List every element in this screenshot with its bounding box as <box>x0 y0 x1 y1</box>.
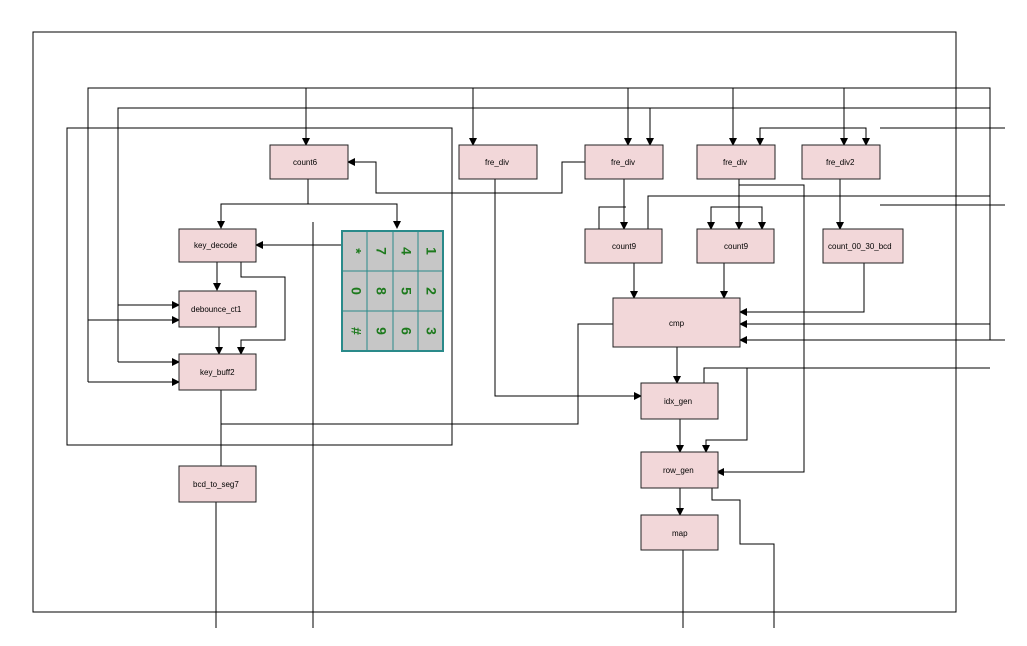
key-3[interactable]: 3 <box>423 327 439 335</box>
block-idx-gen[interactable]: idx_gen <box>640 382 719 420</box>
block-count9-a[interactable]: count9 <box>584 228 663 264</box>
block-debounce-ct1[interactable]: debounce_ct1 <box>178 290 257 328</box>
key-7[interactable]: 7 <box>373 247 389 255</box>
svg-text:count6: count6 <box>293 158 318 167</box>
key-0[interactable]: 0 <box>348 287 364 295</box>
block-fre-div-c[interactable]: fre_div <box>696 144 776 180</box>
svg-text:fre_div: fre_div <box>723 158 747 167</box>
block-key-buff2[interactable]: key_buff2 <box>178 353 257 391</box>
key-2[interactable]: 2 <box>423 287 439 295</box>
svg-text:count9: count9 <box>612 242 637 251</box>
key-4[interactable]: 4 <box>398 247 414 255</box>
keypad[interactable]: 1 4 7 * 2 5 8 0 3 6 9 # <box>341 230 444 352</box>
key-hash[interactable]: # <box>348 327 364 335</box>
block-count6[interactable]: count6 <box>269 144 349 180</box>
block-fre-div-a[interactable]: fre_div <box>458 144 538 180</box>
block-bcd-to-seg7[interactable]: bcd_to_seg7 <box>178 465 257 503</box>
block-key-decode[interactable]: key_decode <box>178 228 257 263</box>
svg-text:bcd_to_seg7: bcd_to_seg7 <box>193 480 239 489</box>
block-count-00-30-bcd[interactable]: count_00_30_bcd <box>822 228 904 264</box>
svg-text:idx_gen: idx_gen <box>664 397 692 406</box>
svg-text:key_decode: key_decode <box>194 241 238 250</box>
key-5[interactable]: 5 <box>398 287 414 295</box>
key-9[interactable]: 9 <box>373 327 389 335</box>
svg-text:debounce_ct1: debounce_ct1 <box>191 305 242 314</box>
block-row-gen[interactable]: row_gen <box>640 451 719 489</box>
key-8[interactable]: 8 <box>373 287 389 295</box>
svg-text:map: map <box>672 529 688 538</box>
key-6[interactable]: 6 <box>398 327 414 335</box>
svg-text:key_buff2: key_buff2 <box>200 368 235 377</box>
block-map[interactable]: map <box>640 514 719 551</box>
key-star[interactable]: * <box>348 248 364 254</box>
svg-text:row_gen: row_gen <box>663 466 694 475</box>
wires <box>66 87 1005 628</box>
block-fre-div-b[interactable]: fre_div <box>584 144 664 180</box>
key-1[interactable]: 1 <box>423 247 439 255</box>
svg-text:count_00_30_bcd: count_00_30_bcd <box>828 242 892 251</box>
block-fre-div2[interactable]: fre_div2 <box>801 144 881 180</box>
svg-text:fre_div2: fre_div2 <box>826 158 855 167</box>
outer-frame <box>32 31 957 613</box>
block-cmp[interactable]: cmp <box>612 297 741 348</box>
svg-text:count9: count9 <box>724 242 749 251</box>
block-count9-b[interactable]: count9 <box>696 228 775 264</box>
svg-text:fre_div: fre_div <box>485 158 509 167</box>
svg-text:cmp: cmp <box>669 319 685 328</box>
svg-text:fre_div: fre_div <box>611 158 635 167</box>
